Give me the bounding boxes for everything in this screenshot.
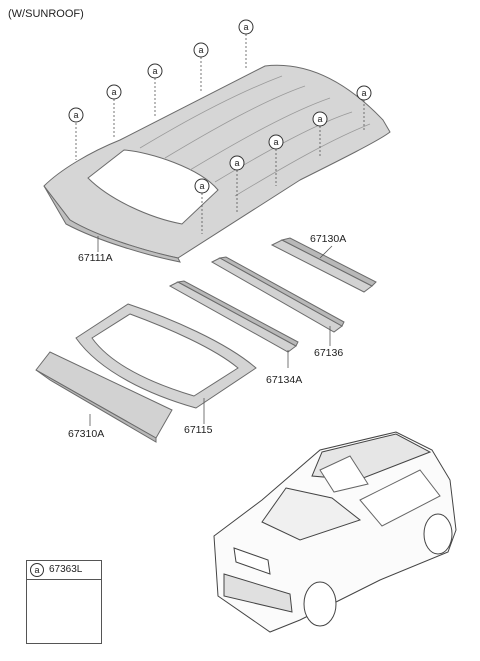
callout-letter: a (73, 110, 78, 120)
roof-rail-67136 (210, 256, 345, 333)
part-leaders (89, 236, 333, 426)
callout-marker (312, 111, 328, 127)
callout-leaders (75, 34, 365, 234)
part-number-roof-panel: 67111A (78, 252, 113, 264)
callout-letter: a (361, 88, 366, 98)
rear-rail-part (270, 237, 377, 293)
callout-marker (229, 155, 245, 171)
callout-marker (356, 85, 372, 101)
callout-letter: a (273, 137, 278, 147)
callout-letter: a (199, 181, 204, 191)
callout-letter: a (234, 158, 239, 168)
callout-letter: a (198, 45, 203, 55)
callout-marker (106, 84, 122, 100)
part-number-rail-67136: 67136 (314, 347, 344, 359)
callout-letters: a a a a a a a a a a (73, 22, 366, 191)
callout-marker (238, 19, 254, 35)
callout-marker (268, 134, 284, 150)
callout-letter: a (317, 114, 322, 124)
legend-header: a 67363L (27, 561, 101, 580)
front-rail-part (35, 351, 173, 443)
callout-marker (193, 42, 209, 58)
part-number-rail-67134a: 67134A (266, 374, 303, 386)
legend-symbol: a (30, 563, 44, 577)
callout-marker (68, 107, 84, 123)
callout-markers (68, 19, 372, 194)
legend-box: a 67363L (26, 560, 102, 644)
callout-marker (194, 178, 210, 194)
part-number-rear-rail: 67130A (310, 233, 347, 245)
part-number-sunroof-frame: 67115 (184, 424, 213, 436)
vehicle-illustration (213, 431, 457, 633)
callout-letter: a (111, 87, 116, 97)
roof-panel (43, 64, 391, 263)
variant-header: (W/SUNROOF) (8, 8, 84, 20)
callout-letter: a (243, 22, 248, 32)
roof-rail-67134a (168, 280, 299, 353)
callout-letter: a (152, 66, 157, 76)
callout-marker (147, 63, 163, 79)
sunroof-frame-part (75, 303, 257, 409)
legend-part-number: 67363L (49, 564, 83, 575)
part-number-front-rail: 67310A (68, 428, 105, 440)
